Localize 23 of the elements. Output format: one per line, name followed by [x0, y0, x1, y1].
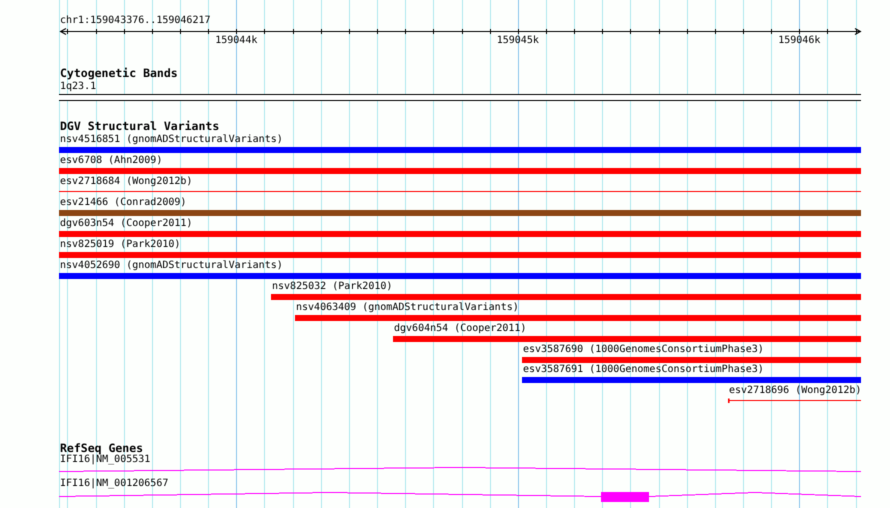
track-title: RefSeq Genes — [60, 441, 144, 455]
feature-label: nsv4063409 (gnomADStructuralVariants) — [295, 302, 519, 314]
feature-label: esv3587690 (1000GenomesConsortiumPhase3) — [522, 344, 764, 356]
feature-label: esv2718696 (Wong2012b) — [728, 385, 862, 397]
location-label: chr1:159043376..159046217 — [60, 15, 211, 27]
feature-label: IFI16|NM_001206567 — [59, 478, 168, 490]
feature-label: esv21466 (Conrad2009) — [59, 197, 186, 209]
track-title: DGV Structural Variants — [60, 119, 220, 133]
feature-label: esv3587691 (1000GenomesConsortiumPhase3) — [522, 364, 764, 376]
feature-label: 1q23.1 — [59, 81, 96, 93]
feature-label: esv2718684 (Wong2012b) — [59, 176, 192, 188]
feature-label: IFI16|NM_005531 — [59, 454, 150, 466]
feature-label: esv6708 (Ahn2009) — [59, 155, 162, 167]
feature-label: nsv4052690 (gnomADStructuralVariants) — [59, 260, 283, 272]
tick-label: 159044k — [215, 35, 258, 47]
feature-label: dgv604n54 (Cooper2011) — [393, 323, 526, 335]
tick-label: 159046k — [778, 35, 820, 47]
feature-label: nsv4516851 (gnomADStructuralVariants) — [59, 134, 283, 146]
feature-label: nsv825032 (Park2010) — [271, 281, 392, 293]
track-title: Cytogenetic Bands — [60, 66, 178, 80]
tick-label: 159045k — [496, 35, 539, 47]
feature-label: dgv603n54 (Cooper2011) — [59, 218, 192, 230]
feature-label: nsv825019 (Park2010) — [59, 239, 180, 251]
